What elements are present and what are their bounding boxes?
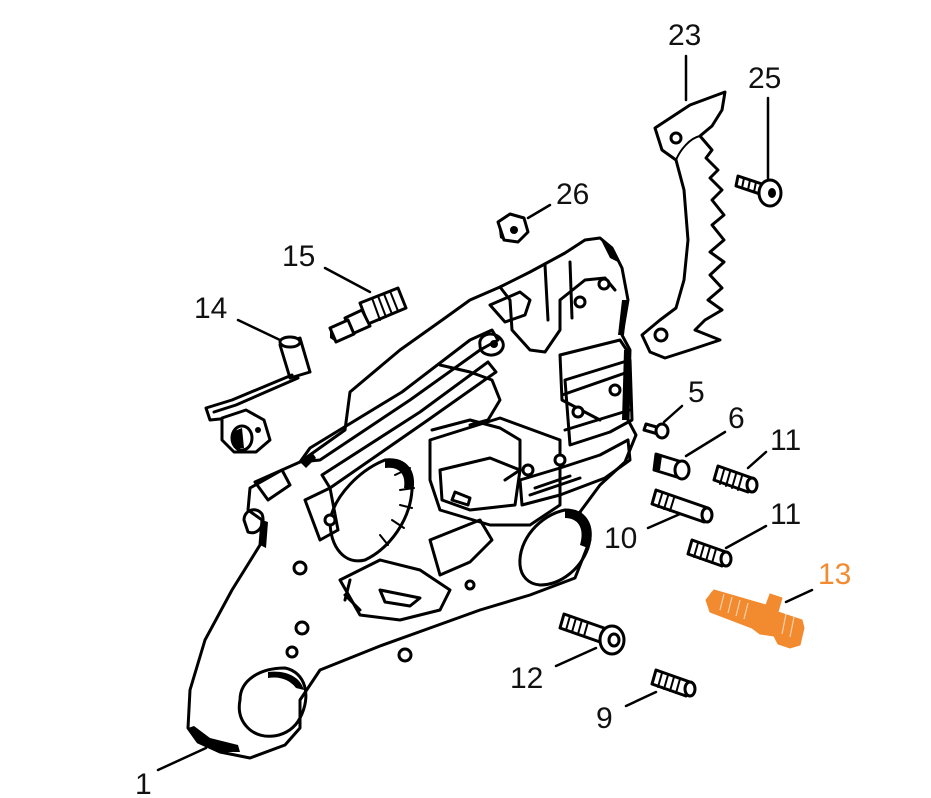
part-12-screw: [558, 612, 626, 656]
leader-lines: [156, 54, 814, 772]
callout-labels: 23 25 26 15 14 5 6 11 11 10 13 12 9 1: [135, 19, 851, 798]
part-15-adjuster: [328, 286, 408, 344]
leader-11b: [724, 524, 768, 550]
leader-6: [684, 430, 727, 458]
part-1-housing: [186, 236, 638, 760]
leader-5: [662, 404, 684, 424]
part-10-pin: [650, 488, 714, 524]
callout-10: 10: [604, 522, 637, 555]
callout-5: 5: [688, 376, 705, 409]
callout-15: 15: [282, 240, 315, 273]
callout-1: 1: [135, 768, 152, 798]
leader-10: [646, 512, 682, 530]
callout-12: 12: [510, 662, 543, 695]
callout-11-lower: 11: [770, 498, 801, 531]
leader-14: [236, 318, 282, 342]
leader-15: [323, 266, 372, 294]
part-14-pickup: [204, 335, 312, 454]
part-11-pin-upper: [712, 464, 759, 494]
callout-11-upper: 11: [770, 424, 801, 457]
callout-14: 14: [194, 292, 227, 325]
callout-9: 9: [596, 702, 613, 735]
leader-11a: [746, 450, 768, 470]
callout-13: 13: [818, 558, 851, 591]
part-23-bumper-spike: [640, 90, 727, 360]
part-25-screw: [734, 174, 783, 208]
callout-26: 26: [556, 178, 589, 211]
part-26-nut: [496, 212, 530, 244]
leader-1: [156, 746, 208, 772]
callout-23: 23: [668, 19, 701, 52]
part-13-stud: [705, 589, 805, 649]
part-6-sleeve: [652, 452, 691, 481]
leader-13: [784, 588, 814, 604]
part-9-pin: [650, 668, 697, 698]
leader-26: [526, 203, 552, 220]
callout-25: 25: [748, 62, 781, 95]
callout-6: 6: [728, 402, 745, 435]
part-11-pin-lower: [686, 538, 733, 568]
part-5-screw: [642, 422, 670, 440]
leader-9: [624, 690, 658, 708]
leader-12: [554, 646, 598, 668]
